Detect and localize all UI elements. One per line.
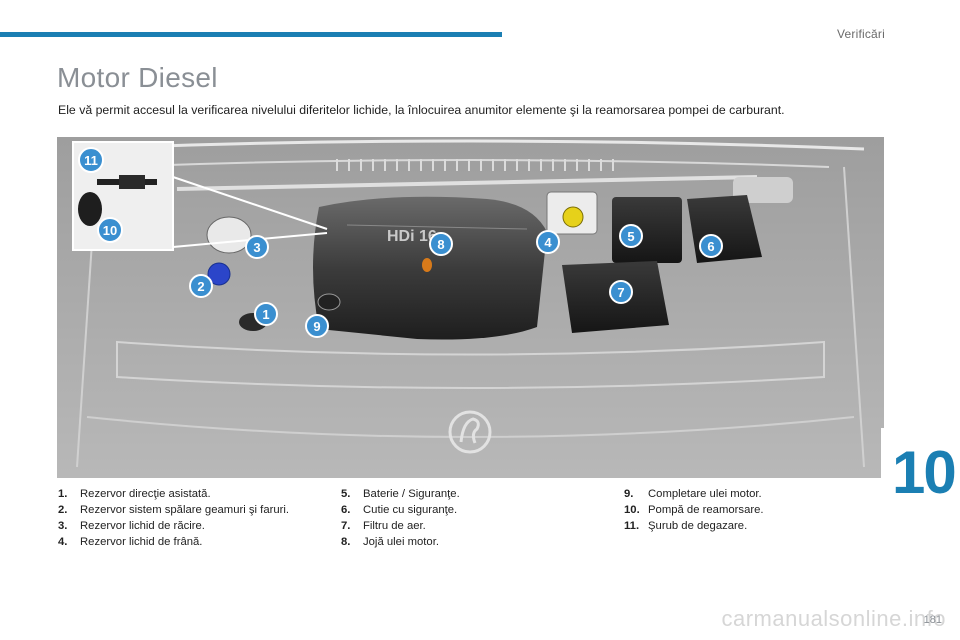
svg-text:8: 8 [437, 237, 444, 252]
callout-5: 5 [619, 224, 643, 248]
intro-text: Ele vă permit accesul la verificarea niv… [58, 103, 785, 117]
callout-9: 9 [305, 314, 329, 338]
chapter-number: 10 [892, 439, 957, 506]
list-item: 8.Jojă ulei motor. [341, 536, 439, 548]
callout-7: 7 [609, 280, 633, 304]
list-item: 7.Filtru de aer. [341, 520, 426, 532]
legend-column-2: 5.Baterie / Siguranţe. 6.Cutie cu sigura… [341, 486, 460, 550]
oil-filler-cap [317, 293, 341, 311]
chapter-tab [881, 428, 960, 520]
priming-pump-bulb [78, 192, 102, 226]
list-item: 10.Pompă de reamorsare. [624, 504, 764, 516]
brand-emblem [448, 410, 492, 454]
callout-8: 8 [429, 232, 453, 256]
svg-text:5: 5 [627, 229, 634, 244]
engine-bay-illustration: HDi 16 1 2 [57, 137, 884, 478]
callout-3: 3 [245, 235, 269, 259]
callout-6: 6 [699, 234, 723, 258]
list-item: 9.Completare ulei motor. [624, 488, 762, 500]
brake-fluid-cap [562, 206, 584, 228]
list-item: 6.Cutie cu siguranţe. [341, 504, 458, 516]
legend-column-1: 1.Rezervor direcţie asistată. 2.Rezervor… [58, 486, 289, 550]
washer-reservoir-cap [207, 262, 231, 286]
svg-text:2: 2 [197, 279, 204, 294]
svg-text:10: 10 [103, 223, 117, 238]
dipstick-handle [422, 258, 432, 272]
coolant-reservoir [206, 216, 252, 254]
watermark: carmanualsonline.info [721, 606, 946, 631]
list-item: 1.Rezervor direcţie asistată. [58, 488, 211, 500]
callout-10: 10 [97, 217, 123, 243]
header-accent-bar [0, 32, 502, 37]
callout-1: 1 [254, 302, 278, 326]
page-title: Motor Diesel [57, 62, 218, 93]
svg-text:4: 4 [544, 235, 552, 250]
callout-2: 2 [189, 274, 213, 298]
engine-badge: HDi 16 [387, 228, 437, 245]
svg-text:11: 11 [84, 153, 98, 168]
section-header: Verificări [836, 27, 885, 41]
engine-bay-photo: HDi 16 1 2 [57, 137, 884, 478]
list-item: 5.Baterie / Siguranţe. [341, 488, 460, 500]
page-number: 181 [923, 614, 942, 626]
svg-text:7: 7 [617, 285, 624, 300]
list-item: 2.Rezervor sistem spălare geamuri şi far… [58, 504, 290, 516]
svg-text:6: 6 [707, 239, 714, 254]
callout-11: 11 [78, 147, 104, 173]
svg-text:9: 9 [313, 319, 320, 334]
list-item: 11.Şurub de degazare. [624, 520, 748, 532]
list-item: 4.Rezervor lichid de frână. [58, 536, 203, 548]
callout-4: 4 [536, 230, 560, 254]
legend-column-3: 9.Completare ulei motor. 10.Pompă de rea… [624, 486, 764, 534]
svg-text:1: 1 [262, 307, 269, 322]
list-item: 3.Rezervor lichid de răcire. [58, 520, 205, 532]
svg-text:3: 3 [253, 240, 260, 255]
